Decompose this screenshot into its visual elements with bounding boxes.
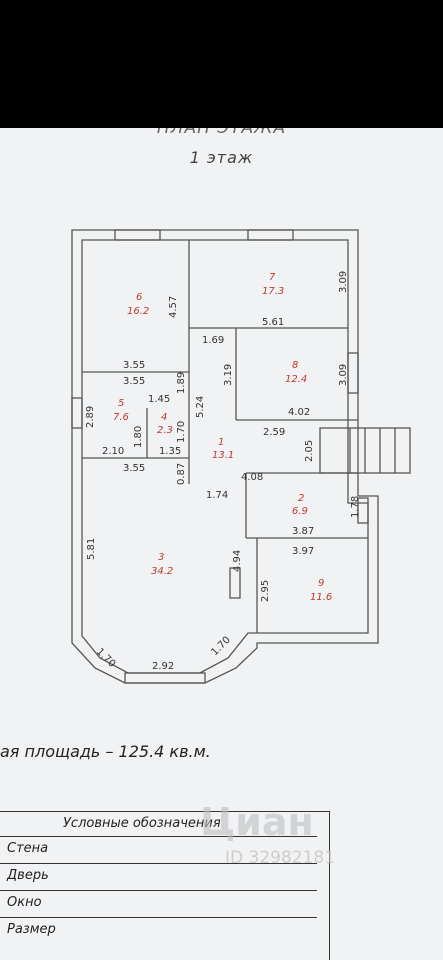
floor-plan-sheet: ПЛАН ЭТАЖА 1 этаж [0,128,443,960]
window [229,567,241,599]
legend-label: Дверь [7,868,49,883]
legend-header: Условные обозначения [0,812,317,836]
dimension: 3.19 [223,364,234,386]
room-number: 9 [318,578,324,589]
room-area: 13.1 [212,450,234,461]
room-number: 4 [161,412,167,423]
room-area: 6.9 [292,506,308,517]
legend-table: Условные обозначения Стена Дверь Окно Ра… [0,811,330,960]
room-number: 1 [218,437,224,448]
dimension-labels: 4.57 3.09 5.61 1.69 3.55 3.19 3.09 3.55 … [85,271,361,672]
room-labels: 6 16.2 7 17.3 8 12.4 5 7.6 4 2.3 1 13.1 … [113,272,332,603]
dimension: 3.55 [123,360,145,371]
room-number: 6 [136,292,142,303]
dimension: 4.94 [232,550,243,572]
room-number: 3 [158,552,164,563]
watermark-id: ID 32982181 [225,848,336,868]
dimension: 2.92 [152,661,174,672]
dimension: 3.55 [123,463,145,474]
legend-row: Дверь [0,863,317,891]
dimension: 1.80 [133,426,144,448]
dimension: 1.35 [159,446,181,457]
legend-row: Стена [0,836,317,864]
room-number: 2 [298,493,304,504]
room-area: 11.6 [310,592,332,603]
dimension: 1.70 [176,421,187,443]
legend-label: Окно [7,895,42,910]
dimension: 1.45 [148,394,170,405]
window [124,672,206,684]
window [347,352,359,394]
dimension: 1.89 [176,372,187,394]
inner-wall [81,239,369,674]
dimension: 4.57 [168,296,179,318]
dimension: 1.78 [350,496,361,518]
dimension: 4.02 [288,407,310,418]
dimension: 2.95 [260,580,271,602]
dimension: 1.70 [94,646,118,670]
dimension: 3.55 [123,376,145,387]
window [357,497,369,524]
dimension: 3.09 [338,271,349,293]
room-number: 5 [118,398,124,409]
dimension: 0.87 [176,463,187,485]
legend-title: Условные обозначения [63,816,221,831]
dimension: 2.89 [85,406,96,428]
room-area: 16.2 [127,306,149,317]
room-number: 7 [269,272,276,283]
outer-wall [71,229,379,684]
floor-label: 1 этаж [189,148,254,167]
watermark-logo: Циан [200,800,314,844]
dimension: 3.97 [292,546,314,557]
legend-label: Стена [7,841,49,856]
window [114,229,161,241]
room-area: 12.4 [285,374,307,385]
legend-row: Окно [0,890,317,918]
window [247,229,294,241]
dimension: 3.09 [338,364,349,386]
dimension: 1.69 [202,335,224,346]
plan-title: ПЛАН ЭТАЖА [156,128,287,138]
window [71,397,83,429]
legend-row: Размер [0,917,317,945]
dimension: 3.87 [292,526,314,537]
dimension: 5.61 [262,317,284,328]
room-area: 17.3 [262,286,284,297]
dimension: 4.08 [241,472,263,483]
dimension: 2.05 [304,440,315,462]
legend-label: Размер [7,922,56,937]
floor-plan-drawing: 6 16.2 7 17.3 8 12.4 5 7.6 4 2.3 1 13.1 … [71,229,411,684]
dimension: 5.24 [195,396,206,418]
dimension: 2.59 [263,427,285,438]
dimension: 5.81 [86,538,97,560]
room-area: 7.6 [113,412,129,423]
room-area: 2.3 [157,425,173,436]
total-area: ая площадь – 125.4 кв.м. [0,742,211,761]
dimension: 1.70 [209,635,233,659]
dimension: 2.10 [102,446,124,457]
dimension: 1.74 [206,490,228,501]
room-number: 8 [292,360,298,371]
walls [71,229,411,684]
room-area: 34.2 [151,566,173,577]
